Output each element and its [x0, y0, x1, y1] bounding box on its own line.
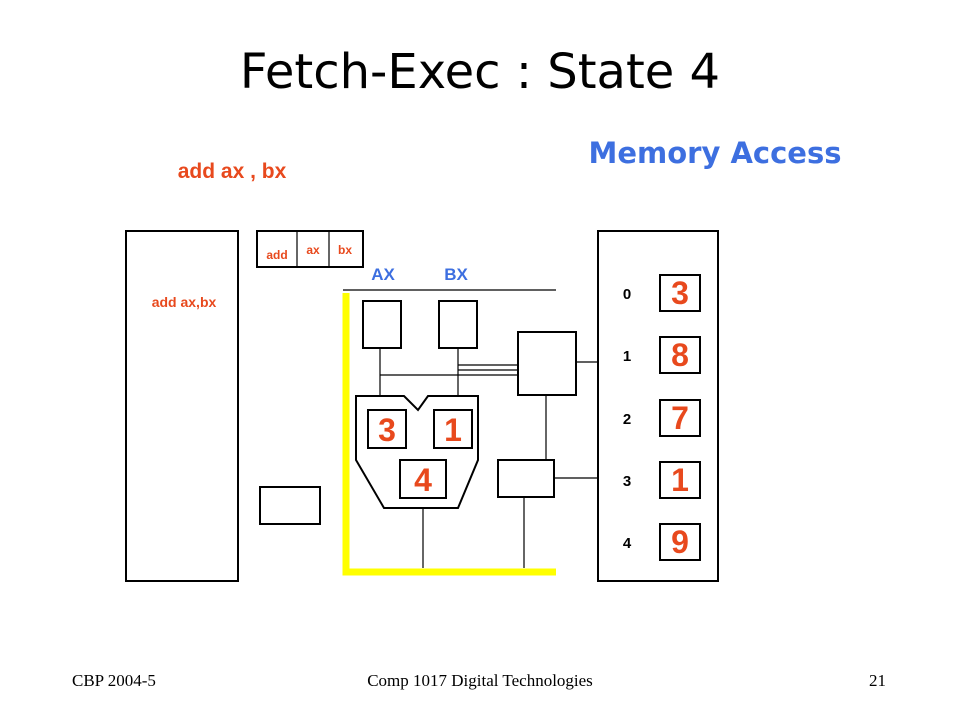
bx-label: BX: [444, 265, 468, 284]
memory-cell-2: [659, 399, 701, 437]
current-instruction: add ax , bx: [178, 160, 287, 183]
memory-address-0: 0: [623, 286, 631, 303]
footer-center: Comp 1017 Digital Technologies: [367, 671, 593, 690]
alu-input-a-box: [367, 409, 407, 449]
memory-value-3: 1: [671, 462, 689, 498]
memory-cell-3: [659, 461, 701, 499]
memory-address-2: 2: [623, 411, 631, 428]
ax-label: AX: [371, 265, 395, 284]
memory-address-4: 4: [623, 535, 632, 552]
alu-output-value: 4: [414, 462, 432, 498]
memory-cell-1: [659, 336, 701, 374]
ir-operand1: ax: [306, 243, 320, 257]
ir-opcode: add: [266, 248, 287, 262]
memory-cell-0: [659, 274, 701, 312]
program-memory-label: add ax,bx: [152, 294, 217, 310]
instruction-register: [256, 230, 364, 268]
slide-title: Fetch-Exec : State 4: [240, 44, 720, 100]
footer-page-number: 21: [869, 671, 886, 690]
memory-address-1: 1: [623, 348, 631, 365]
memory-access-path: [342, 293, 556, 576]
alu-input-b-value: 1: [444, 412, 462, 448]
memory-value-4: 9: [671, 524, 689, 560]
memory-cells: 0 3 1 8 2 7 3 1 4 9: [623, 274, 701, 561]
status-register: [259, 486, 321, 525]
address-register: [497, 459, 555, 498]
bus-wires: [343, 289, 598, 568]
bx-register: [438, 300, 478, 349]
footer-left: CBP 2004-5: [72, 671, 156, 690]
alu-input-a-value: 3: [378, 412, 396, 448]
ax-register: [362, 300, 402, 349]
alu-input-b-box: [433, 409, 473, 449]
memory-value-1: 8: [671, 337, 689, 373]
control-unit: [517, 331, 577, 396]
memory-address-3: 3: [623, 473, 631, 490]
memory-value-0: 3: [671, 275, 689, 311]
memory-cell-4: [659, 523, 701, 561]
phase-subtitle: Memory Access: [589, 136, 842, 170]
alu-output-box: [399, 459, 447, 499]
memory-value-2: 7: [671, 400, 689, 436]
ir-operand2: bx: [338, 243, 352, 257]
program-memory: [125, 230, 239, 582]
